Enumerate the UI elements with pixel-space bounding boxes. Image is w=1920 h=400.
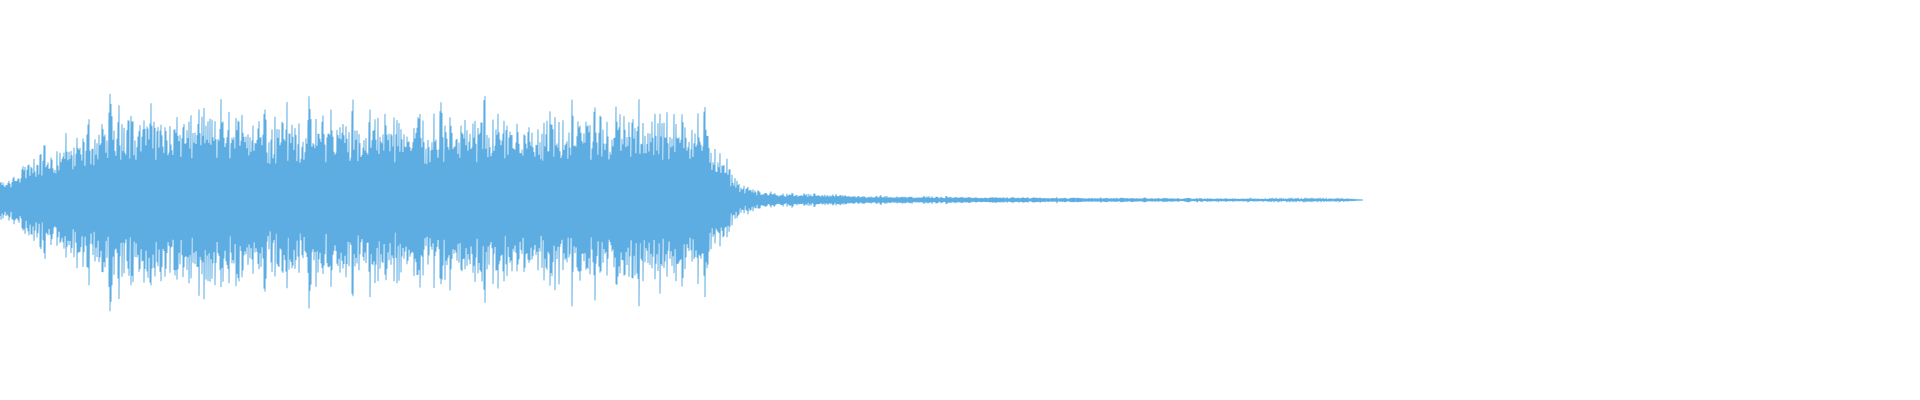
- waveform-trace: [0, 93, 1363, 312]
